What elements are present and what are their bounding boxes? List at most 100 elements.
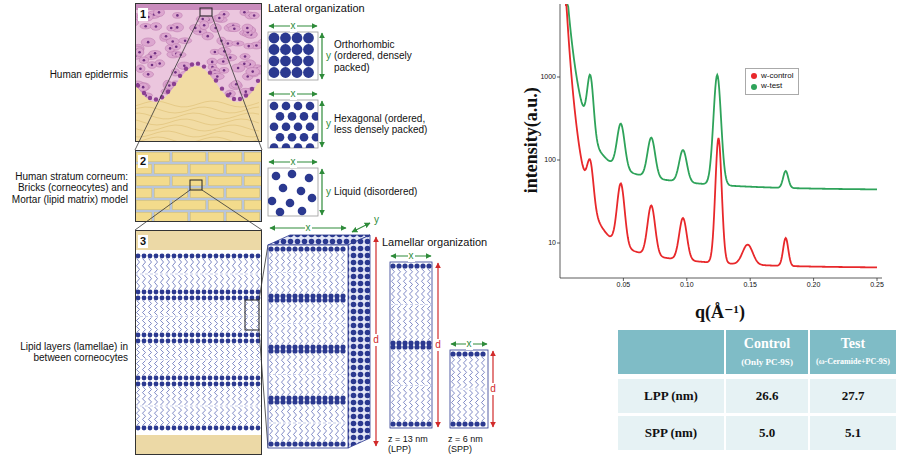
section-title: Lamellar organization <box>382 236 487 249</box>
lamellar-cube-part <box>270 325 273 345</box>
lamellae-illustration-part <box>214 290 219 295</box>
lamellae-illustration-part <box>135 230 262 455</box>
lamellae-illustration-part <box>178 296 183 301</box>
bricks-mortar-illustration-part <box>155 189 188 198</box>
saxs-chart <box>557 4 882 281</box>
lamellae-illustration-part <box>203 407 206 426</box>
epidermal-cells-part <box>194 80 206 86</box>
lateral-packing-box-part <box>268 32 318 80</box>
epidermal-cells-part <box>197 82 200 85</box>
lpp-column-part <box>398 306 401 341</box>
lateral-packing-box-part-part <box>308 194 317 203</box>
lamellae-illustration-part <box>220 333 225 338</box>
lamellae-illustration-part <box>148 376 153 381</box>
lamellae-illustration-part <box>245 386 248 405</box>
lateral-packing-box-part-part <box>269 67 280 78</box>
epidermal-cells-part <box>162 105 171 111</box>
result-table-part <box>726 379 808 413</box>
lamellae-illustration-part <box>208 339 213 344</box>
lamellae-illustration-part <box>148 339 153 344</box>
lamellae-illustration-part <box>136 426 141 431</box>
lamellar-cube-part <box>330 252 333 272</box>
lamellae-illustration-part <box>166 333 171 338</box>
lamellar-cube-part <box>274 297 279 302</box>
epidermal-cells-part <box>142 86 145 89</box>
lamellae-illustration-part <box>233 361 236 376</box>
lamellae-illustration-part <box>244 382 249 387</box>
lateral-packing-box-part-part <box>280 56 291 67</box>
lamellar-cube-part <box>288 274 291 294</box>
epidermal-cells-part <box>151 64 154 67</box>
lamellae-illustration-part <box>239 386 242 405</box>
lamellae-illustration-part <box>173 300 176 315</box>
lamellae-illustration-part <box>214 296 219 301</box>
lamellae-illustration-part <box>209 258 212 273</box>
lamellae-illustration-part <box>142 376 147 381</box>
lamellae-illustration-part <box>178 254 183 259</box>
lamellae-illustration-part <box>208 254 213 259</box>
lamellar-cube-part <box>270 274 273 294</box>
lamellae-illustration-part <box>137 300 140 315</box>
lateral-packing-box-part-part <box>297 187 306 196</box>
epidermal-cells-part <box>169 47 172 50</box>
axis-letter: x <box>408 250 415 262</box>
lpp-column-part <box>390 263 395 268</box>
epidermal-cells-part <box>254 104 257 107</box>
lamellae-illustration-part <box>135 359 262 360</box>
lamellae-illustration-part <box>203 275 206 290</box>
lamellae-illustration-part <box>137 275 140 290</box>
lamellar-cube-part <box>300 405 303 422</box>
epidermis-illustration-part <box>135 113 259 119</box>
lamellae-illustration-part <box>196 382 201 387</box>
lamellae-illustration-part <box>238 333 243 338</box>
epidermal-cells-part <box>183 64 186 67</box>
lamellar-cube-part <box>288 303 291 323</box>
epidermal-cells-part <box>135 105 146 113</box>
epidermal-cells-part <box>255 104 262 109</box>
lamellae-illustration-part <box>257 407 260 426</box>
lamellae-illustration-part <box>173 361 176 376</box>
lamellae-illustration-part <box>239 361 242 376</box>
axis-title: intensity(a.u.) <box>521 87 542 193</box>
epidermal-cells-part <box>172 44 180 50</box>
lamellae-illustration-part <box>238 382 243 387</box>
lamellae-illustration-part <box>238 426 243 431</box>
lamellae-illustration-part <box>160 290 165 295</box>
lamellae-illustration-part <box>232 339 237 344</box>
lamellar-cube-part <box>288 252 291 272</box>
lateral-packing-box-part-part <box>292 44 303 55</box>
lpp-column-part <box>428 350 431 385</box>
lamellar-cube-part <box>268 245 348 448</box>
lpp-column-part <box>428 306 431 341</box>
lamellar-cube-part <box>324 354 327 374</box>
lpp-column-part <box>410 350 413 385</box>
lamellae-illustration-part <box>155 407 158 426</box>
lamellae-illustration-part <box>202 254 207 259</box>
saxs-chart-part <box>557 160 560 161</box>
epidermis-illustration-part <box>166 90 170 94</box>
lamellae-illustration-part <box>155 318 158 333</box>
lateral-packing-box-part-part <box>280 33 291 44</box>
epidermis-illustration-part <box>202 64 206 68</box>
table-cell: SPP (nm) <box>645 426 697 441</box>
lateral-packing-box-part-part <box>312 112 318 121</box>
epidermal-cells-part <box>158 11 161 14</box>
epidermal-cells-part <box>171 40 174 43</box>
spp-column-part <box>474 421 479 426</box>
lamellae-illustration-part <box>135 274 262 275</box>
lamellar-cube-part <box>288 354 291 374</box>
lateral-packing-box-part <box>268 100 318 148</box>
lamellae-illustration-part <box>166 382 171 387</box>
lamellae-illustration-part <box>149 386 152 405</box>
spp-column-part <box>464 390 467 421</box>
lamellae-illustration-part <box>197 318 200 333</box>
lateral-packing-box-part-part <box>298 207 307 216</box>
lateral-packing-box-part-part <box>300 133 309 142</box>
lamellae-illustration-part <box>172 382 177 387</box>
lamellar-cube-part <box>274 399 279 404</box>
lpp-column <box>390 256 438 428</box>
epidermal-cells-part <box>140 24 151 29</box>
bricks-mortar-illustration-part <box>245 153 263 162</box>
epidermal-cells-part <box>206 35 209 38</box>
lamellae-illustration-part <box>245 258 248 273</box>
